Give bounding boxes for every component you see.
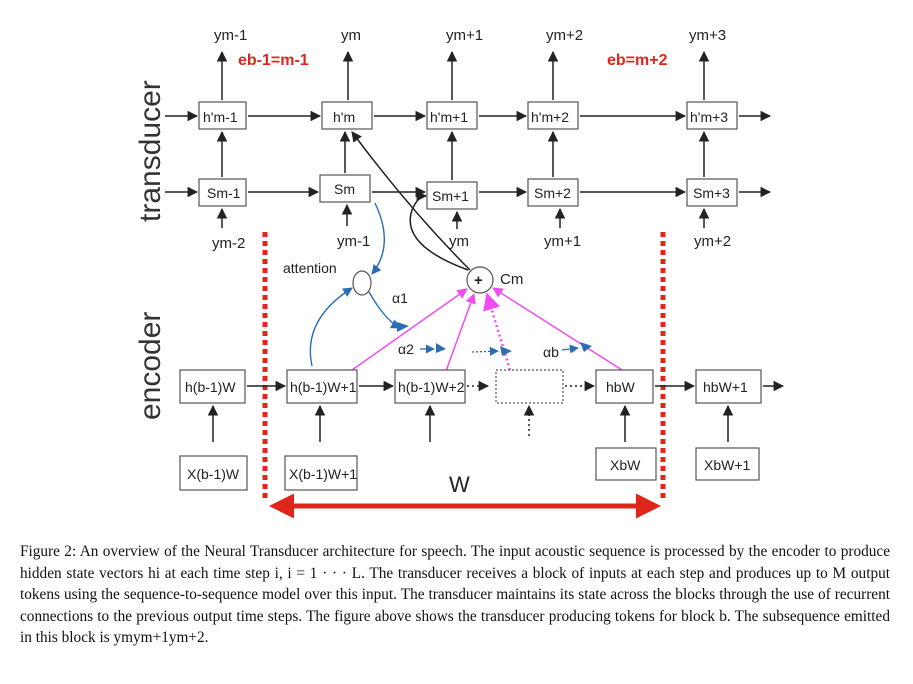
state-label-m+1: Sm+1 [432, 188, 469, 204]
h-prime-label-m+1: h'm+1 [430, 109, 468, 125]
encoder-x-box-b-1W+1 [284, 455, 358, 491]
alpha1-label: α1 [392, 290, 408, 306]
encoder-x-label-b-1W+1: X(b-1)W+1 [289, 466, 357, 482]
state-label-m: Sm [334, 181, 355, 197]
encoder-h-box-b-1W+1 [286, 369, 358, 404]
encoder-h-label-bW: hbW [606, 379, 636, 395]
context-label: Cm [500, 271, 523, 288]
encoder-h-label-bW+1: hbW+1 [703, 379, 748, 395]
encoder-to-attention-arrow [309, 287, 353, 367]
h-prime-box-m [321, 101, 373, 130]
output-label-m: ym [341, 27, 361, 44]
encoder-h-box-hidden [495, 369, 564, 404]
encoder-h-box-bW+1 [695, 369, 762, 404]
figure-number: Figure 2: [20, 543, 77, 560]
encoder-x-label-bW: XbW [610, 457, 641, 473]
alpha2-weight-marker [436, 343, 446, 353]
encoder-x-label-b-1W: X(b-1)W [187, 466, 240, 482]
state-label-m-1: Sm-1 [207, 185, 241, 201]
state-box-m+2 [527, 178, 579, 207]
encoder-h-box-b-1W [179, 369, 246, 404]
encoder-h-box-bW [595, 369, 654, 404]
alphab-weight-marker [580, 342, 592, 352]
h-prime-box-m-1 [198, 101, 247, 130]
h-prime-box-m+2 [527, 101, 579, 130]
alpha2-label: α2 [398, 341, 414, 357]
output-label-m+3: ym+3 [689, 27, 726, 44]
state-label-m+3: Sm+3 [693, 185, 730, 201]
window-label: W [449, 472, 470, 497]
input-label-m+2: ym+2 [694, 233, 731, 250]
context-to-state-arrow [409, 190, 469, 271]
encoder-h-label-b-1W+2: h(b-1)W+2 [398, 379, 465, 395]
encoder-label: encoder [134, 312, 167, 420]
input-label-m-2: ym-2 [212, 235, 245, 252]
attention-label: attention [283, 260, 337, 276]
encoder-h-label-b-1W+1: h(b-1)W+1 [290, 379, 357, 395]
h-prime-box-m+1 [426, 101, 478, 130]
context-sum-node [466, 266, 494, 294]
output-label-m+2: ym+2 [546, 27, 583, 44]
attention-node [352, 270, 372, 296]
encoder-x-box-bW [595, 447, 657, 481]
encoder-h-box-b-1W+2 [394, 369, 466, 404]
block-end-marker: eb=m+2 [607, 52, 668, 69]
encoder-x-label-bW+1: XbW+1 [704, 457, 751, 473]
state-to-attention-arrow [371, 202, 385, 275]
alpha1-weight-marker [397, 322, 409, 332]
sum-symbol: + [474, 272, 483, 289]
encoder-x-box-bW+1 [695, 447, 760, 481]
block-start-marker: eb-1=m-1 [238, 52, 309, 69]
h-prime-box-m+3 [686, 101, 738, 130]
transducer-label: transducer [134, 80, 167, 222]
output-label-m+1: ym+1 [446, 27, 483, 44]
h-prime-label-m-1: h'm-1 [203, 109, 238, 125]
input-label-m: ym [449, 233, 469, 250]
neural-transducer-diagram: transducer encoder ym-1 ym ym+1 ym+2 ym+… [134, 27, 785, 519]
h-prime-label-m+3: h'm+3 [690, 109, 728, 125]
encoder-h-label-b-1W: h(b-1)W [185, 379, 236, 395]
state-box-m [319, 174, 371, 203]
alpha-dotted-weight-marker [500, 346, 512, 356]
input-label-m+1: ym+1 [544, 233, 581, 250]
h-prime-label-m+2: h'm+2 [531, 109, 569, 125]
caption-text: An overview of the Neural Transducer arc… [20, 543, 890, 646]
alphab-label: αb [543, 344, 559, 360]
input-label-m-1: ym-1 [337, 233, 370, 250]
h-prime-label-m: h'm [333, 109, 355, 125]
encoder-x-box-b-1W [179, 455, 248, 491]
output-label-m-1: ym-1 [214, 27, 247, 44]
state-label-m+2: Sm+2 [534, 185, 571, 201]
context-to-h-prime-arrow [351, 131, 471, 271]
state-box-m-1 [198, 178, 247, 207]
state-box-m+3 [686, 178, 738, 207]
figure-caption: Figure 2: An overview of the Neural Tran… [20, 541, 890, 649]
